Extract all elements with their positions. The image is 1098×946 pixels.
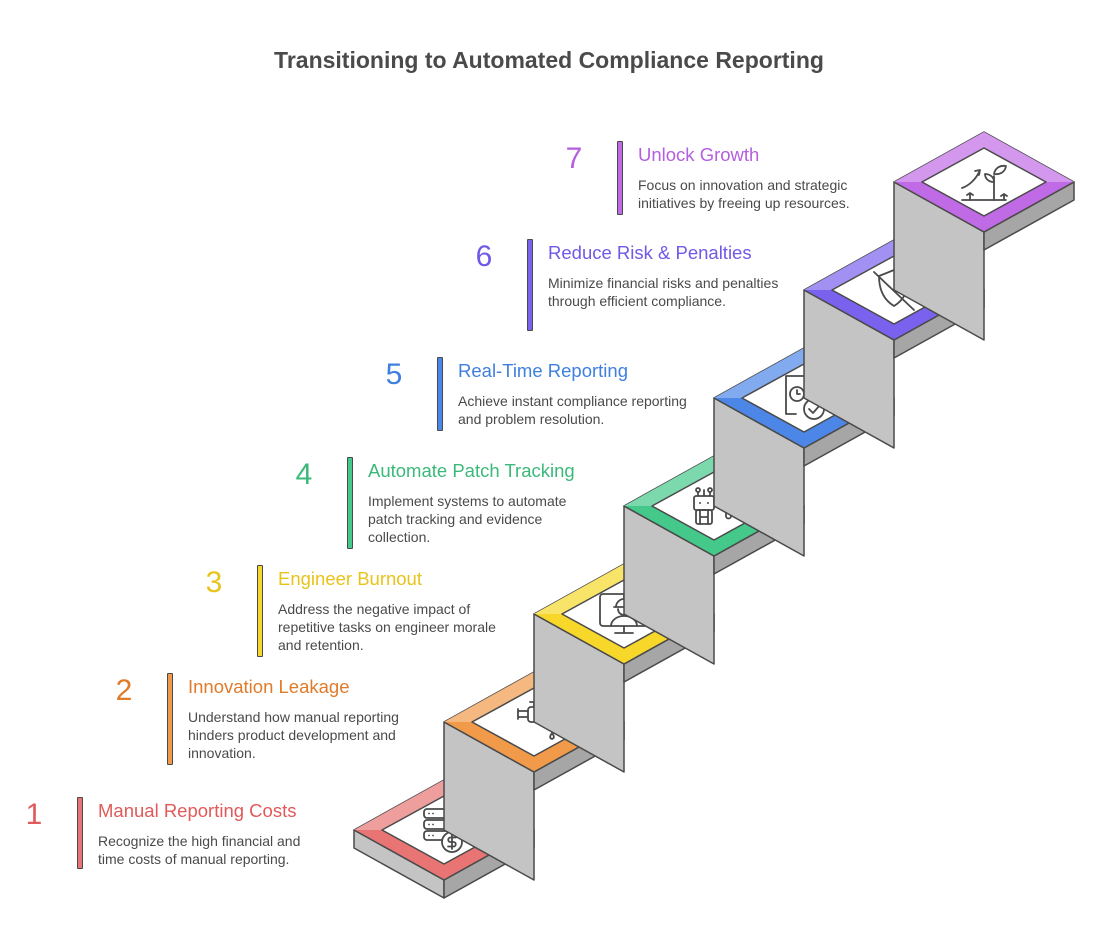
step-number: 7 bbox=[565, 142, 583, 175]
step-description: Recognize the high financial and time co… bbox=[98, 833, 301, 867]
step-number: 2 bbox=[115, 674, 133, 707]
page-title: Transitioning to Automated Compliance Re… bbox=[274, 47, 824, 73]
step-number: 6 bbox=[475, 240, 493, 273]
step-heading: Reduce Risk & Penalties bbox=[548, 242, 752, 263]
step-accent-bar bbox=[437, 357, 443, 431]
step-accent-bar bbox=[257, 565, 263, 657]
step-accent-bar bbox=[77, 797, 83, 869]
step-description: Address the negative impact of repetitiv… bbox=[278, 601, 496, 653]
step-description: Minimize financial risks and penalties t… bbox=[548, 275, 779, 309]
step-heading: Innovation Leakage bbox=[188, 676, 350, 697]
step-description: Focus on innovation and strategic initia… bbox=[638, 177, 850, 211]
step-accent-bar bbox=[527, 239, 533, 331]
step-accent-bar bbox=[347, 457, 353, 549]
step-number: 5 bbox=[385, 358, 403, 391]
step-7-block bbox=[893, 131, 1075, 341]
step-heading: Engineer Burnout bbox=[278, 568, 422, 589]
step-heading: Real-Time Reporting bbox=[458, 360, 628, 381]
step-description: Achieve instant compliance reporting and… bbox=[458, 393, 687, 427]
step-number: 4 bbox=[295, 458, 313, 491]
step-number: 3 bbox=[205, 566, 223, 599]
step-description: Implement systems to automate patch trac… bbox=[368, 493, 567, 545]
step-accent-bar bbox=[167, 673, 173, 765]
step-heading: Automate Patch Tracking bbox=[368, 460, 575, 481]
step-heading: Manual Reporting Costs bbox=[98, 800, 297, 821]
step-description: Understand how manual reporting hinders … bbox=[188, 709, 399, 761]
step-number: 1 bbox=[25, 798, 43, 831]
step-heading: Unlock Growth bbox=[638, 144, 760, 165]
step-accent-bar bbox=[617, 141, 623, 215]
growth-plant-icon bbox=[961, 164, 1008, 201]
